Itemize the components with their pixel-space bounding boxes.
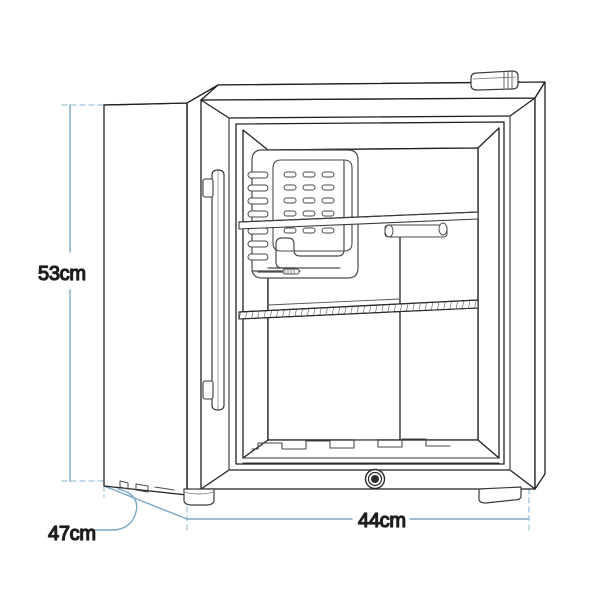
vertical-bar-handle[interactable] — [202, 169, 225, 411]
handle-bracket-bottom — [202, 380, 214, 400]
handle-bracket-top — [202, 178, 214, 198]
thermostat-probe — [257, 268, 300, 275]
evaporator-plate — [247, 149, 359, 279]
top-hinge-cap — [470, 70, 519, 91]
depth-dimension-line — [91, 485, 530, 531]
leveling-foot-right — [478, 486, 522, 504]
glass-door-panel[interactable] — [228, 115, 511, 471]
wire-shelf-lower — [238, 298, 479, 320]
wire-shelf-upper — [238, 211, 479, 238]
depth-dimension-label: 47cm — [48, 523, 96, 545]
evaporator-slot-grid — [283, 171, 335, 234]
evaporator-slots-left — [247, 171, 269, 261]
dimension-annotations: 53cm 44cm 47cm — [37, 104, 530, 546]
width-dimension-label: 44cm — [358, 510, 406, 532]
height-extension-lines — [61, 104, 105, 482]
door-lock-keyhole[interactable] — [364, 468, 386, 490]
bottle-rack-divider — [242, 438, 500, 464]
height-dimension-label: 53cm — [38, 263, 86, 285]
leveling-foot-left — [183, 488, 215, 506]
cabinet-bottom-vents — [119, 480, 175, 493]
